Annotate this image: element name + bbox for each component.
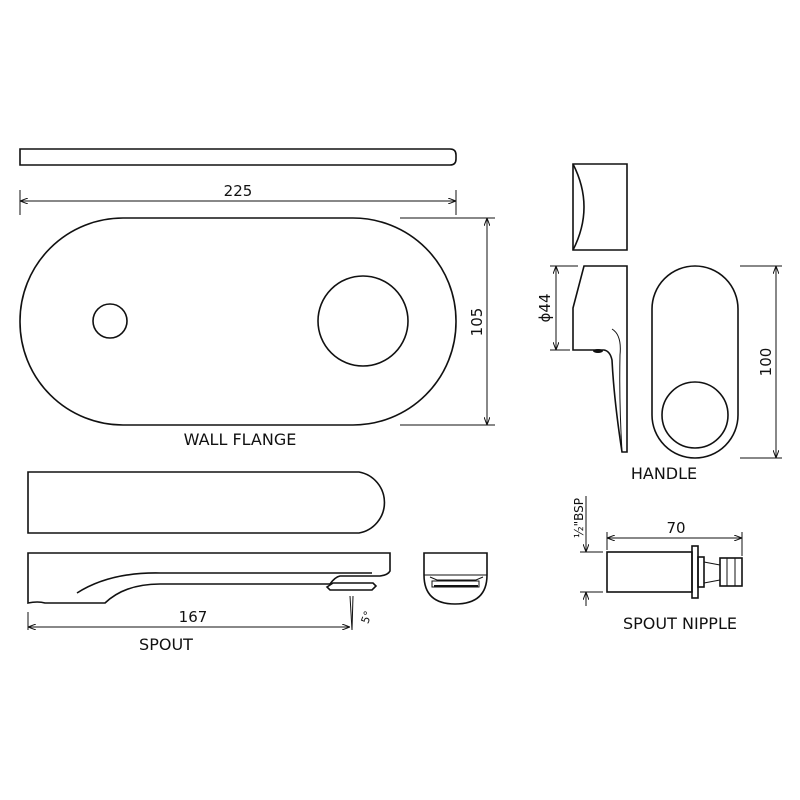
spout-side-view bbox=[27, 552, 391, 604]
spout-length-value: 167 bbox=[179, 608, 208, 626]
flange-height-value: 105 bbox=[468, 308, 486, 337]
spout-angle-value: 5° bbox=[359, 609, 375, 625]
dimension-spout-length: 167 5° bbox=[27, 595, 375, 631]
flange-width-value: 225 bbox=[224, 182, 253, 200]
spout-top-view bbox=[27, 471, 386, 534]
wall-flange-front-view bbox=[19, 217, 457, 426]
dimension-nipple-thread: ½"BSP bbox=[572, 496, 603, 606]
handle-side-view bbox=[572, 265, 628, 453]
dimension-nipple-length: 70 bbox=[606, 519, 743, 556]
handle-top-view bbox=[572, 163, 628, 251]
dimension-flange-height: 105 bbox=[400, 217, 495, 426]
handle-label: HANDLE bbox=[631, 464, 697, 483]
spout-label: SPOUT bbox=[139, 635, 193, 654]
spout-hole bbox=[92, 303, 128, 339]
nipple-thread-value: ½"BSP bbox=[572, 498, 586, 538]
handle-hole bbox=[317, 275, 409, 367]
wall-flange-label: WALL FLANGE bbox=[184, 430, 297, 449]
spout-nipple-drawing bbox=[606, 545, 743, 599]
spout-end-view bbox=[423, 552, 488, 605]
wall-flange-side-view bbox=[19, 148, 457, 166]
dimension-handle-height: 100 bbox=[740, 265, 782, 459]
handle-height-value: 100 bbox=[757, 348, 775, 377]
spout-nipple-label: SPOUT NIPPLE bbox=[623, 614, 737, 633]
handle-front-view bbox=[651, 265, 739, 459]
nipple-length-value: 70 bbox=[666, 519, 685, 537]
dimension-handle-diameter: ϕ44 bbox=[536, 265, 578, 351]
dimension-flange-width: 225 bbox=[19, 182, 457, 215]
handle-diameter-value: ϕ44 bbox=[536, 294, 554, 323]
